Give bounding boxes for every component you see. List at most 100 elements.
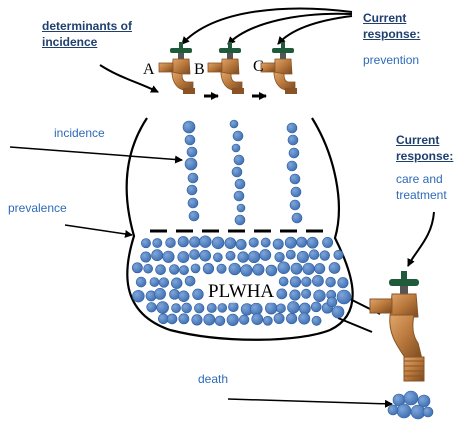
prevalence-arrow: [65, 225, 132, 235]
falling-drop-icon: [187, 185, 197, 195]
tap-c-label: C: [253, 58, 264, 76]
outflow-drop-icon: [423, 407, 433, 417]
pool-drop-icon: [334, 250, 343, 259]
falling-drop-icon: [188, 198, 198, 208]
pool-drop-icon: [213, 253, 222, 262]
pool-drop-icon: [329, 262, 340, 273]
outflow-line-lower: [338, 318, 372, 332]
pool-drop-icon: [299, 303, 310, 314]
falling-drop-icon: [237, 204, 245, 212]
pool-drop-icon: [204, 314, 215, 325]
pool-drop-icon: [227, 314, 239, 326]
pool-drop-icon: [274, 313, 284, 323]
pool-drop-icon: [218, 303, 227, 312]
pool-drop-icon: [287, 301, 299, 313]
falling-drop-icon: [183, 121, 195, 133]
pool-drop-icon: [307, 237, 318, 248]
care-treatment-arrow: [408, 212, 434, 266]
pool-drop-icon: [189, 237, 200, 248]
pool-drop-icon: [239, 315, 249, 325]
pool-drop-icon: [226, 251, 235, 260]
pool-drop-icon: [249, 238, 258, 247]
pool-drop-icon: [228, 302, 238, 312]
tap-a-label: A: [143, 61, 155, 79]
outflow-drop-icon: [404, 391, 418, 405]
tap-b-icon: [208, 42, 244, 94]
pool-drop-icon: [299, 313, 310, 324]
falling-drop-icon: [230, 120, 238, 128]
pool-drop-icon: [157, 302, 169, 314]
pool-drop-icon: [332, 306, 344, 318]
pool-drop-icon: [171, 278, 182, 289]
tap-a-icon: [159, 42, 195, 94]
falling-drop-icon: [289, 148, 299, 158]
pool-drop-icon: [322, 237, 332, 247]
pool-drop-icon: [217, 264, 226, 273]
falling-drop-icon: [234, 155, 244, 165]
pool-drop-icon: [185, 276, 195, 286]
pool-drop-icon: [314, 290, 326, 302]
pool-drop-icon: [144, 264, 153, 273]
pool-drop-icon: [141, 239, 150, 248]
falling-drop-icon: [288, 135, 298, 145]
pool-drop-icon: [303, 263, 315, 275]
pool-drop-icon: [192, 315, 203, 326]
pool-drop-icon: [169, 265, 179, 275]
pool-drop-icon: [132, 263, 142, 273]
pool-drop-icon: [266, 265, 277, 276]
pool-drop-icon: [153, 238, 162, 247]
pool-drop-icon: [337, 290, 351, 304]
pool-drop-icon: [154, 288, 165, 299]
pool-drop-icon: [229, 263, 241, 275]
pool-drop-icon: [182, 303, 192, 313]
pool-drop-icon: [286, 313, 296, 323]
falling-drop-icon: [235, 215, 245, 225]
pool-drop-icon: [200, 250, 211, 261]
pool-drop-icon: [327, 297, 337, 307]
pool-drop-icon: [326, 277, 336, 287]
pool-drop-icon: [212, 237, 224, 249]
falling-drop-icon: [232, 144, 240, 152]
falling-drop-icon: [291, 187, 301, 197]
pool-drop-icon: [309, 250, 319, 260]
incidence-label: incidence: [54, 126, 105, 140]
pool-drop-icon: [302, 277, 312, 287]
pool-drop-icon: [276, 304, 285, 313]
outflow-drop-icon: [388, 405, 398, 415]
falling-drop-icon: [290, 200, 300, 210]
pool-drop-icon: [297, 237, 307, 247]
pool-drop-icon: [236, 239, 246, 249]
pool-drop-icon: [311, 302, 321, 312]
tap-b-label: B: [194, 61, 205, 79]
pool-drop-icon: [253, 264, 264, 275]
falling-drop-icon: [185, 158, 197, 170]
falling-drop-icon: [185, 135, 195, 145]
pool-drop-icon: [179, 314, 189, 324]
pool-drop-icon: [225, 238, 236, 249]
pool-drop-icon: [312, 316, 321, 325]
pool-drop-icon: [169, 289, 179, 299]
pool-drop-icon: [248, 251, 260, 263]
pool-drop-icon: [152, 250, 163, 261]
pool-drop-icon: [241, 265, 253, 277]
pool-drop-icon: [215, 316, 225, 326]
prevention-arrow-c: [278, 16, 352, 44]
pool-drop-icon: [279, 277, 288, 286]
death-arrow: [228, 399, 392, 404]
pool-drop-icon: [199, 236, 211, 248]
pool-drop-icon: [275, 252, 285, 262]
pool-drop-icon: [178, 236, 188, 246]
pool-drop-icon: [238, 252, 249, 263]
falling-drop-icon: [232, 167, 242, 177]
falling-drop-icon: [235, 179, 245, 189]
pool-drop-icon: [297, 251, 309, 263]
falling-drop-icon: [189, 211, 199, 221]
pool-drop-icon: [163, 251, 175, 263]
incidence-arrow: [10, 147, 182, 160]
falling-drop-icon: [188, 173, 198, 183]
pool-drop-icon: [150, 277, 159, 286]
pool-drop-icon: [167, 314, 177, 324]
falling-drop-icon: [287, 123, 297, 133]
pool-drop-icon: [147, 302, 157, 312]
